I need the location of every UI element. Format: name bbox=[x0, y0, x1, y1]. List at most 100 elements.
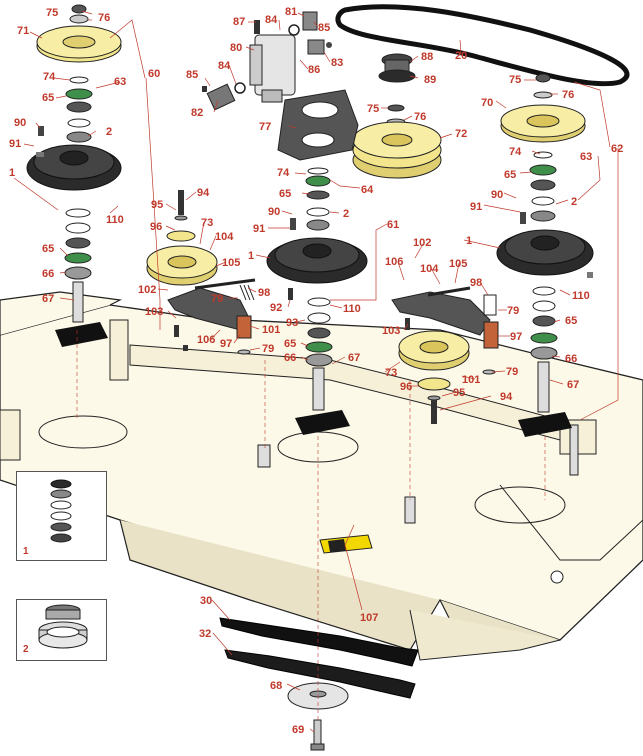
right-spindle-assembly bbox=[496, 73, 594, 437]
callout-98: 98 bbox=[470, 277, 482, 289]
callout-75: 75 bbox=[367, 103, 379, 115]
callout-106: 106 bbox=[385, 256, 403, 268]
callout-70: 70 bbox=[481, 97, 493, 109]
right-idler-assembly bbox=[391, 286, 499, 424]
callout-77: 77 bbox=[259, 121, 271, 133]
callout-110: 110 bbox=[572, 290, 590, 302]
callout-104: 104 bbox=[420, 263, 439, 275]
callout-105: 105 bbox=[222, 257, 240, 269]
callout-65: 65 bbox=[284, 338, 296, 350]
callout-65: 65 bbox=[279, 188, 291, 200]
center-spindle-assembly bbox=[266, 167, 368, 435]
callout-79: 79 bbox=[262, 343, 274, 355]
callout-92: 92 bbox=[270, 302, 282, 314]
callout-67: 67 bbox=[42, 293, 54, 305]
mower-deck bbox=[0, 291, 643, 661]
callout-96: 96 bbox=[150, 221, 162, 233]
bearing-cup-illustration: 2 bbox=[23, 604, 88, 655]
inset-1-label: 1 bbox=[23, 546, 29, 557]
callout-79: 79 bbox=[211, 293, 223, 305]
inset-bearing-cup: 2 bbox=[16, 599, 107, 661]
callout-60: 60 bbox=[148, 68, 160, 80]
callout-64: 64 bbox=[361, 184, 374, 196]
callout-76: 76 bbox=[98, 12, 110, 24]
callout-labels: 75 76 71 74 63 60 65 90 2 91 1 110 65 66… bbox=[9, 6, 623, 736]
callout-93: 93 bbox=[286, 317, 298, 329]
callout-1: 1 bbox=[248, 250, 254, 262]
callout-74: 74 bbox=[277, 167, 290, 179]
hydraulic-motor bbox=[202, 11, 332, 111]
callout-65: 65 bbox=[42, 92, 54, 104]
callout-74: 74 bbox=[43, 71, 56, 83]
callout-2: 2 bbox=[343, 208, 349, 220]
callout-85: 85 bbox=[318, 22, 330, 34]
callout-20: 20 bbox=[455, 50, 467, 62]
callout-63: 63 bbox=[580, 151, 592, 163]
warning-decal bbox=[319, 534, 373, 554]
callout-84: 84 bbox=[265, 14, 278, 26]
callout-95: 95 bbox=[453, 387, 465, 399]
callout-91: 91 bbox=[470, 201, 482, 213]
callout-94: 94 bbox=[500, 391, 513, 403]
callout-68: 68 bbox=[270, 680, 282, 692]
callout-69: 69 bbox=[292, 724, 304, 736]
callout-102: 102 bbox=[413, 237, 431, 249]
callout-94: 94 bbox=[197, 187, 210, 199]
callout-105: 105 bbox=[449, 258, 467, 270]
callout-75: 75 bbox=[46, 7, 58, 19]
callout-32: 32 bbox=[199, 628, 211, 640]
callout-103: 103 bbox=[145, 306, 163, 318]
callout-79: 79 bbox=[506, 366, 518, 378]
callout-66: 66 bbox=[284, 352, 296, 364]
left-idler-assembly bbox=[146, 190, 256, 355]
motor-mount-bracket bbox=[277, 89, 359, 161]
callout-103: 103 bbox=[382, 325, 400, 337]
callout-76: 76 bbox=[414, 111, 426, 123]
callout-66: 66 bbox=[565, 353, 577, 365]
drive-belt bbox=[335, 4, 630, 87]
callout-89: 89 bbox=[424, 74, 436, 86]
callout-110: 110 bbox=[343, 303, 361, 315]
callout-79: 79 bbox=[507, 305, 519, 317]
callout-72: 72 bbox=[455, 128, 467, 140]
callout-66: 66 bbox=[42, 268, 54, 280]
callout-90: 90 bbox=[14, 117, 26, 129]
callout-65: 65 bbox=[565, 315, 577, 327]
callout-91: 91 bbox=[9, 138, 21, 150]
callout-101: 101 bbox=[462, 374, 480, 386]
callout-106: 106 bbox=[197, 334, 215, 346]
callout-88: 88 bbox=[421, 51, 433, 63]
callout-2: 2 bbox=[571, 196, 577, 208]
callout-71: 71 bbox=[17, 25, 29, 37]
callout-65: 65 bbox=[42, 243, 54, 255]
callout-85: 85 bbox=[186, 69, 198, 81]
callout-65: 65 bbox=[504, 169, 516, 181]
callout-84: 84 bbox=[218, 60, 231, 72]
callout-81: 81 bbox=[285, 6, 297, 18]
callout-74: 74 bbox=[509, 146, 522, 158]
callout-67: 67 bbox=[567, 379, 579, 391]
callout-76: 76 bbox=[562, 89, 574, 101]
centerline-dashes bbox=[76, 330, 546, 720]
callout-90: 90 bbox=[491, 189, 503, 201]
callout-102: 102 bbox=[138, 284, 156, 296]
callout-95: 95 bbox=[151, 199, 163, 211]
callout-107: 107 bbox=[360, 612, 378, 624]
callout-90: 90 bbox=[268, 206, 280, 218]
callout-101: 101 bbox=[262, 324, 280, 336]
inset-spindle-bearing-stack: 1 bbox=[16, 471, 107, 561]
callout-91: 91 bbox=[253, 223, 265, 235]
callout-2: 2 bbox=[106, 126, 112, 138]
callout-86: 86 bbox=[308, 64, 320, 76]
leader-lines bbox=[13, 10, 619, 733]
callout-67: 67 bbox=[348, 352, 360, 364]
callout-87: 87 bbox=[233, 16, 245, 28]
inset-2-label: 2 bbox=[23, 644, 29, 655]
blade-assembly bbox=[219, 617, 419, 751]
callout-73: 73 bbox=[201, 217, 213, 229]
callout-96: 96 bbox=[400, 381, 412, 393]
callout-97: 97 bbox=[510, 331, 522, 343]
callout-1: 1 bbox=[9, 167, 15, 179]
callout-61: 61 bbox=[387, 219, 399, 231]
